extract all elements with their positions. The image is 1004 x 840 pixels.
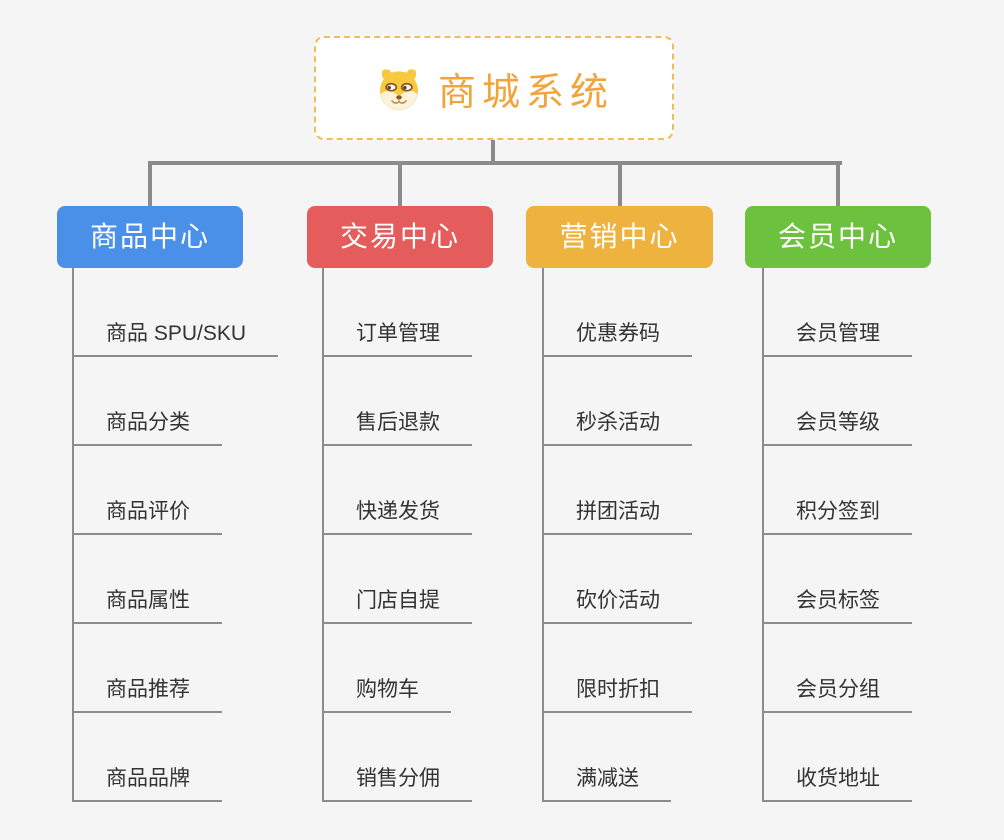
leaf-node[interactable]: 门店自提: [322, 588, 472, 624]
dog-face-icon: [379, 69, 419, 111]
branch-node-1[interactable]: 商品中心: [57, 206, 243, 268]
root-title: 商城系统: [437, 71, 614, 114]
connector-branch-drop: [836, 161, 840, 206]
leaf-node[interactable]: 商品品牌: [72, 766, 222, 802]
leaf-node[interactable]: 购物车: [322, 677, 451, 713]
connector-branch-drop: [617, 161, 622, 206]
leaf-node[interactable]: 会员标签: [762, 588, 912, 624]
leaf-node[interactable]: 商品评价: [72, 499, 222, 535]
leaf-node[interactable]: 订单管理: [322, 321, 472, 357]
leaf-node[interactable]: 砍价活动: [542, 588, 692, 624]
leaf-node[interactable]: 商品属性: [72, 588, 222, 624]
connector-horizontal-bar: [148, 161, 842, 165]
branch-node-3[interactable]: 营销中心: [526, 206, 713, 268]
leaf-node[interactable]: 积分签到: [762, 499, 912, 535]
leaf-node[interactable]: 收货地址: [762, 766, 912, 802]
leaf-node[interactable]: 会员分组: [762, 677, 912, 713]
leaf-node[interactable]: 满减送: [542, 766, 671, 802]
branch-node-4[interactable]: 会员中心: [745, 206, 931, 268]
leaf-node[interactable]: 会员管理: [762, 321, 912, 357]
leaf-node[interactable]: 商品分类: [72, 410, 222, 446]
leaf-node[interactable]: 会员等级: [762, 410, 912, 446]
leaf-node[interactable]: 秒杀活动: [542, 410, 692, 446]
leaf-node[interactable]: 销售分佣: [322, 766, 472, 802]
connector-branch-drop: [398, 161, 402, 206]
leaf-node[interactable]: 售后退款: [322, 410, 472, 446]
branch-node-2[interactable]: 交易中心: [307, 206, 493, 268]
connector-root-stem: [491, 140, 495, 165]
leaf-node[interactable]: 限时折扣: [542, 677, 692, 713]
leaf-node[interactable]: 快递发货: [322, 499, 472, 535]
root-node[interactable]: 商城系统: [314, 36, 674, 140]
leaf-node[interactable]: 商品 SPU/SKU: [72, 321, 279, 357]
connector-branch-drop: [148, 161, 152, 206]
leaf-node[interactable]: 拼团活动: [542, 499, 692, 535]
leaf-node[interactable]: 商品推荐: [72, 677, 222, 713]
leaf-node[interactable]: 优惠券码: [542, 321, 692, 357]
